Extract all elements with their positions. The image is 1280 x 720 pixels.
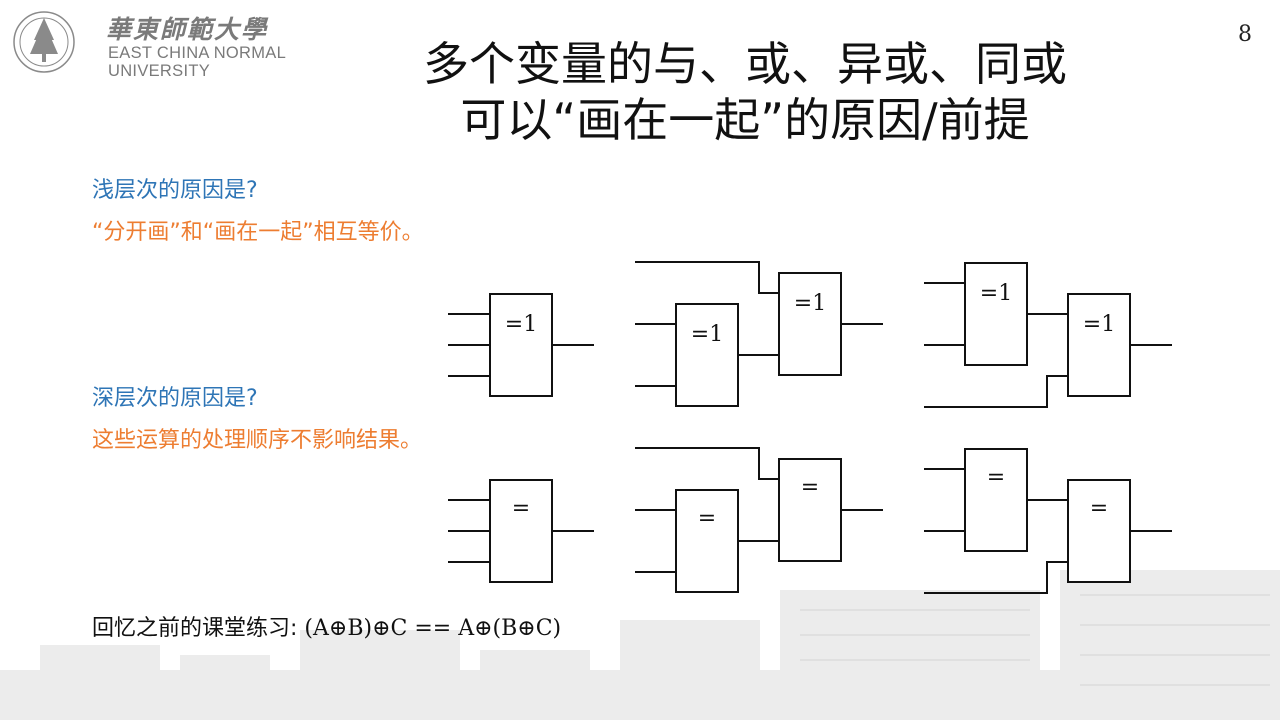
- university-english-name-line2: UNIVERSITY: [108, 62, 211, 80]
- university-chinese-name: 華東師範大學: [106, 15, 269, 44]
- xnor-three-input-gate-diagram: =: [448, 479, 594, 583]
- shallow-reason-question: 浅层次的原因是?: [92, 178, 258, 203]
- xor-gate-label: =1: [980, 281, 1012, 306]
- xor-gate-label: =1: [505, 312, 537, 337]
- deep-reason-answer: 这些运算的处理顺序不影响结果。: [92, 428, 423, 453]
- xor-cascade-right-first-diagram: =1 =1: [924, 262, 1172, 408]
- xor-gate-box: [778, 272, 842, 376]
- xnor-cascade-left-first-diagram: = =: [635, 447, 883, 593]
- xor-gate-label: =1: [794, 291, 826, 316]
- xor-three-input-gate-diagram: =1: [448, 293, 594, 397]
- xor-gate-box: [1067, 293, 1131, 397]
- xnor-gate-label: =: [698, 506, 716, 531]
- xnor-gate-label: =: [512, 496, 530, 521]
- xnor-gate-box: [489, 479, 553, 583]
- xnor-gate-box: [964, 448, 1028, 552]
- university-seal-icon: [13, 11, 75, 73]
- xor-gate-label: =1: [1083, 312, 1115, 337]
- xnor-gate-label: =: [801, 475, 819, 500]
- xor-gate-box: [675, 303, 739, 407]
- recall-label: 回忆之前的课堂练习:: [92, 616, 298, 641]
- slide-title-line1: 多个变量的与、或、异或、同或: [423, 37, 1067, 91]
- university-logo: 華東師範大學 EAST CHINA NORMAL UNIVERSITY: [10, 6, 300, 80]
- xor-gate-box: [489, 293, 553, 397]
- xnor-gate-box: [778, 458, 842, 562]
- recall-exercise: 回忆之前的课堂练习: (A⊕B)⊕C == A⊕(B⊕C): [92, 610, 561, 642]
- xnor-gate-label: =: [1090, 496, 1108, 521]
- xnor-gate-box: [675, 489, 739, 593]
- recall-expression: (A⊕B)⊕C == A⊕(B⊕C): [304, 616, 562, 641]
- page-number: 8: [1238, 22, 1252, 47]
- university-english-name-line1: EAST CHINA NORMAL: [108, 44, 287, 62]
- xor-gate-label: =1: [691, 322, 723, 347]
- xnor-cascade-right-first-diagram: = =: [924, 448, 1172, 594]
- slide-title-line2: 可以“画在一起”的原因/前提: [460, 93, 1030, 147]
- xor-gate-box: [964, 262, 1028, 366]
- xor-cascade-left-first-diagram: =1 =1: [635, 261, 883, 407]
- shallow-reason-answer: “分开画”和“画在一起”相互等价。: [92, 220, 424, 245]
- deep-reason-question: 深层次的原因是?: [92, 386, 258, 411]
- campus-background-image: [0, 570, 1280, 720]
- xnor-gate-label: =: [987, 465, 1005, 490]
